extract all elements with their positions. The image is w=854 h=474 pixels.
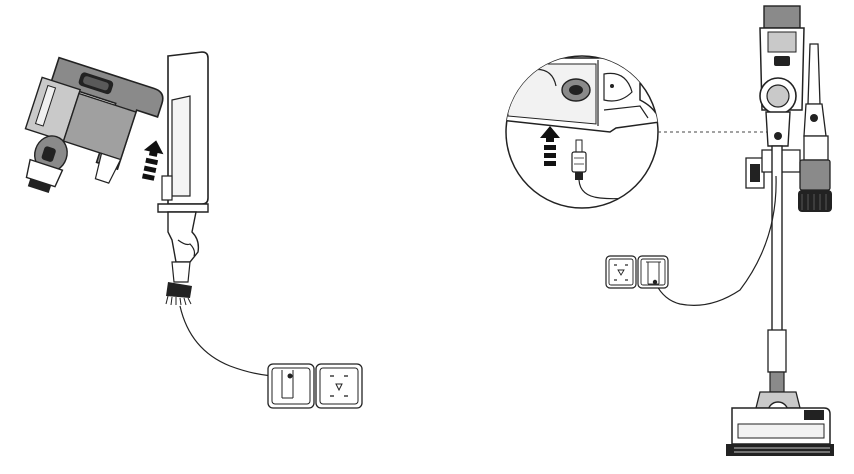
wall-outlet-icon bbox=[267, 363, 363, 409]
wall-mount-bracket bbox=[157, 51, 209, 213]
brush-attachment bbox=[165, 211, 200, 306]
stick-vacuum bbox=[726, 5, 834, 456]
magnified-detail bbox=[505, 55, 659, 209]
arrow-up-icon bbox=[141, 140, 164, 181]
wall-outlet-icon bbox=[605, 255, 669, 289]
crevice-tool bbox=[798, 43, 832, 212]
right-panel bbox=[505, 5, 834, 456]
left-panel bbox=[24, 51, 363, 409]
handheld-vacuum bbox=[24, 56, 164, 194]
arrow-up-icon bbox=[540, 126, 560, 166]
charger-cable bbox=[655, 175, 777, 306]
